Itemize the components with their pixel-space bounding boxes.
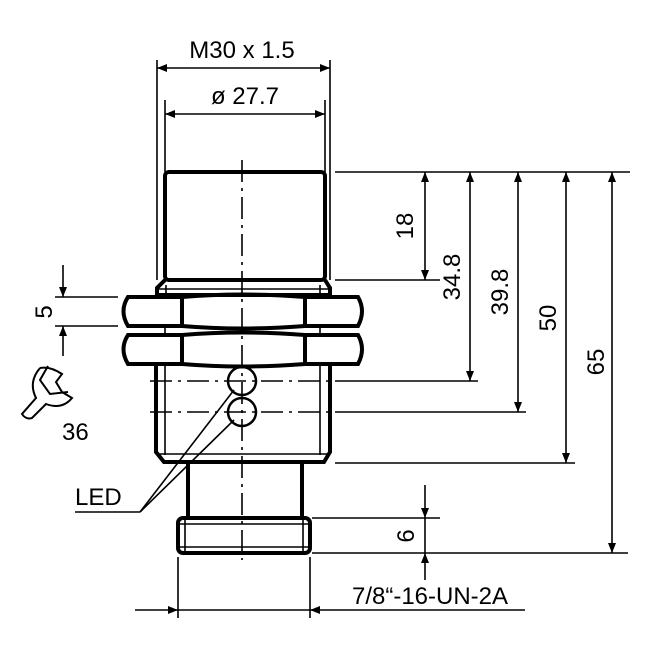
- led-label: LED: [75, 484, 122, 511]
- dim-18: 18: [392, 213, 419, 240]
- dim-39-8: 39.8: [487, 269, 514, 316]
- connector-thread: [176, 516, 312, 555]
- nut-lower: [121, 330, 364, 369]
- connector-thread-label: 7/8“-16-UN-2A: [352, 583, 508, 610]
- dim-65: 65: [583, 349, 610, 376]
- dim-34-8: 34.8: [439, 254, 466, 301]
- connector-length-label: 6: [393, 529, 420, 542]
- diameter-label: ø 27.7: [211, 83, 279, 110]
- sensor-body: [154, 365, 332, 464]
- nut-height-label: 5: [31, 305, 58, 318]
- wrench-icon: [20, 365, 74, 420]
- connector-neck: [186, 463, 304, 518]
- nut-upper: [121, 292, 364, 331]
- thread-label: M30 x 1.5: [189, 37, 294, 64]
- dim-50: 50: [535, 305, 562, 332]
- wrench-size-label: 36: [62, 419, 89, 446]
